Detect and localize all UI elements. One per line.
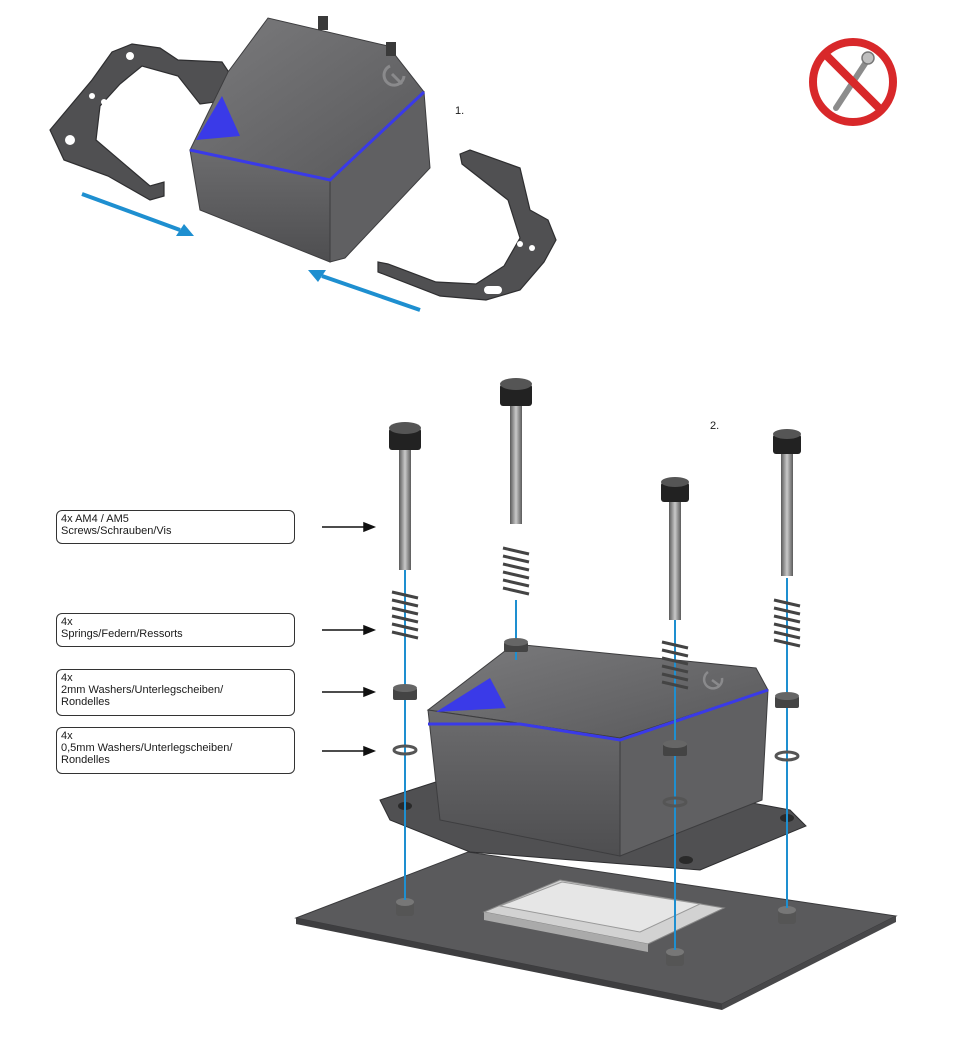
no-wrench-icon [809,38,897,126]
step-2-label: 2. [710,420,720,432]
cpu-socket [482,879,726,952]
logo-icon [382,64,406,87]
right-bracket [377,149,557,301]
springs [391,546,801,690]
screw-3 [661,477,689,620]
slide-arrow-left [81,192,194,236]
washers-2mm [393,638,799,756]
washers-05mm-label: 4x 0,5mm Washers/Unterlegscheiben/ Ronde… [56,727,295,774]
cpu-block-step1 [189,16,431,263]
screw-4 [773,429,801,576]
springs-label: 4x Springs/Federn/Ressorts [56,613,295,647]
cpu-block-step2 [426,643,769,857]
step-1-label: 1. [455,105,465,117]
screw-1 [389,422,421,570]
screws-label: 4x AM4 / AM5 Screws/Schrauben/Vis [56,510,295,544]
washers-2mm-label: 4x 2mm Washers/Unterlegscheiben/ Rondell… [56,669,295,716]
callout-arrows [322,521,377,757]
screw-2 [500,378,532,524]
washers-05mm [392,744,800,808]
left-bracket [49,43,235,201]
slide-arrow-right [308,270,421,312]
guide-lines [404,570,788,950]
backplate-standoffs [396,898,796,966]
led-triangle-icon [196,96,240,140]
led-triangle-icon-2 [436,678,506,712]
